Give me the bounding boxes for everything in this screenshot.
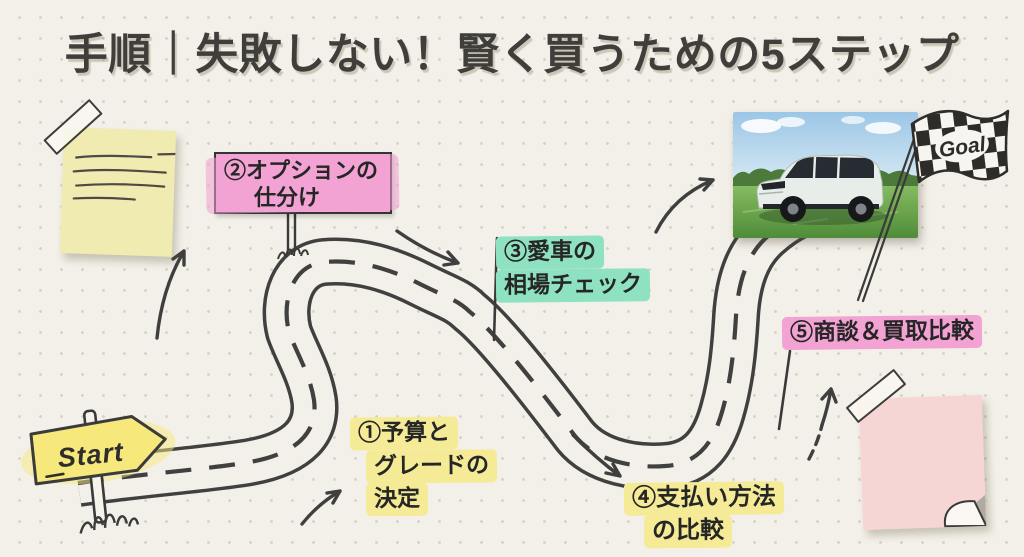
step-2-signboard: ②オプションの 仕分け bbox=[214, 152, 392, 214]
arrow-icon bbox=[300, 489, 342, 526]
arrow-icon bbox=[654, 177, 715, 234]
headlight bbox=[761, 181, 785, 190]
step-5-label: ⑤商談＆買取比較 bbox=[781, 314, 983, 351]
step-5-line: ⑤商談＆買取比較 bbox=[781, 314, 983, 351]
sticky-note-pink bbox=[858, 394, 988, 531]
step-4-line: の比較 bbox=[643, 514, 733, 549]
page-curl bbox=[943, 494, 988, 528]
car-windows bbox=[785, 157, 874, 178]
clouds bbox=[741, 116, 901, 134]
arrow-icon bbox=[395, 229, 460, 267]
start-sign: Start bbox=[21, 409, 176, 534]
arrow-icon bbox=[571, 433, 622, 478]
step-2-line: 仕分け bbox=[254, 185, 321, 210]
grass-icon bbox=[277, 247, 309, 260]
car-photo bbox=[733, 112, 918, 238]
underline-stroke bbox=[45, 472, 65, 479]
arrow-dashed-tail bbox=[807, 423, 824, 461]
step-4-label: ④支払い方法 の比較 bbox=[623, 481, 785, 549]
step5-pointer-line bbox=[777, 349, 792, 431]
car-photo-illustration bbox=[733, 112, 918, 238]
start-sign-plate bbox=[29, 415, 167, 486]
step-3-line: ③愛車の bbox=[495, 235, 605, 270]
step-1-line: 決定 bbox=[365, 482, 429, 517]
winding-road bbox=[74, 181, 837, 507]
sticky-note-yellow bbox=[59, 127, 177, 257]
direction-arrows bbox=[155, 177, 838, 526]
goal-oval bbox=[935, 129, 989, 163]
wheel-hub bbox=[855, 203, 867, 215]
grille-line bbox=[758, 191, 784, 195]
minivan-car bbox=[756, 154, 884, 222]
step-2-line: ②オプションの bbox=[224, 158, 379, 183]
arrow-icon bbox=[820, 387, 838, 427]
wheel-hub bbox=[787, 203, 799, 215]
step-3-line: 相場チェック bbox=[495, 268, 651, 303]
start-label: Start bbox=[56, 437, 125, 474]
curl-fold bbox=[943, 500, 988, 528]
flag-pole bbox=[856, 131, 923, 303]
window-pillars bbox=[812, 156, 841, 179]
arrow-icon bbox=[155, 249, 186, 340]
page-title: 手順｜失敗しない！賢く買うための5ステップ bbox=[64, 31, 960, 79]
step2-signpost bbox=[277, 210, 309, 260]
step-4-line: ④支払い方法 bbox=[623, 481, 785, 516]
note-scribbles bbox=[72, 152, 177, 201]
step-1-line: グレードの bbox=[365, 449, 498, 484]
step-1-line: ①予算と bbox=[349, 416, 459, 451]
road-center-dashes bbox=[77, 202, 833, 486]
grass-icon bbox=[79, 513, 140, 534]
step-3-label: ③愛車の 相場チェック bbox=[495, 235, 651, 303]
goal-flag: Goal bbox=[856, 109, 1010, 303]
step-1-label: ①予算と グレードの 決定 bbox=[349, 416, 498, 517]
